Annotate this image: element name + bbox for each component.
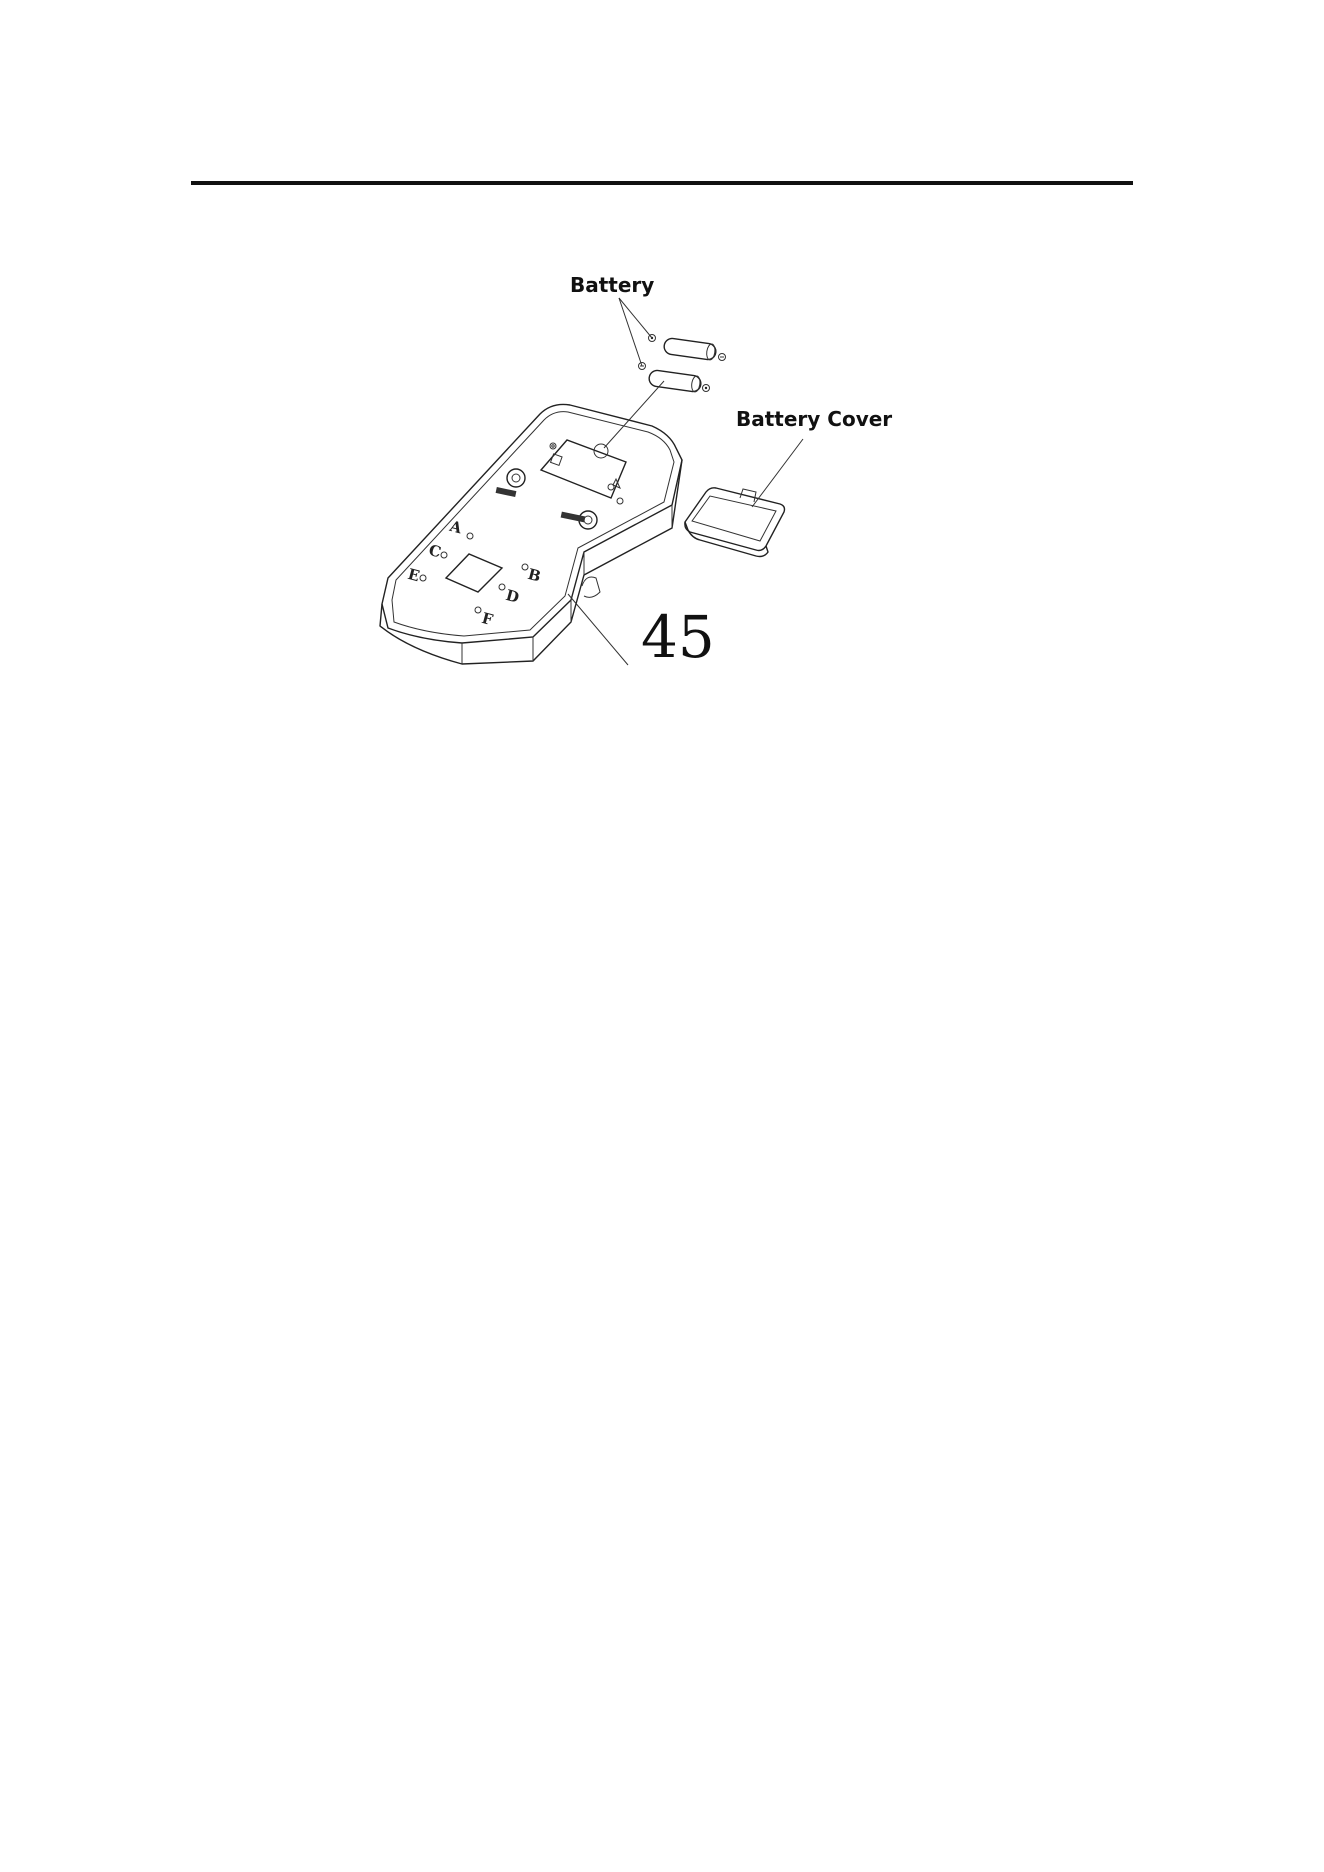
battery-label: Battery	[570, 273, 654, 297]
battery-cover-label: Battery Cover	[736, 407, 892, 431]
port-letter-f: F	[480, 609, 495, 629]
port-letter-a: A	[447, 517, 464, 538]
batteries	[639, 335, 726, 393]
port-letter-e: E	[406, 565, 422, 585]
display-window	[446, 554, 502, 592]
battery-cover	[685, 488, 785, 557]
console-base: A B C D E F	[380, 404, 682, 664]
port-letter-b: B	[526, 565, 543, 586]
part-number-label: 45	[641, 603, 715, 671]
port-letter-d: D	[504, 586, 521, 607]
battery-cell-1	[663, 337, 717, 360]
left-button-icon	[507, 469, 525, 487]
